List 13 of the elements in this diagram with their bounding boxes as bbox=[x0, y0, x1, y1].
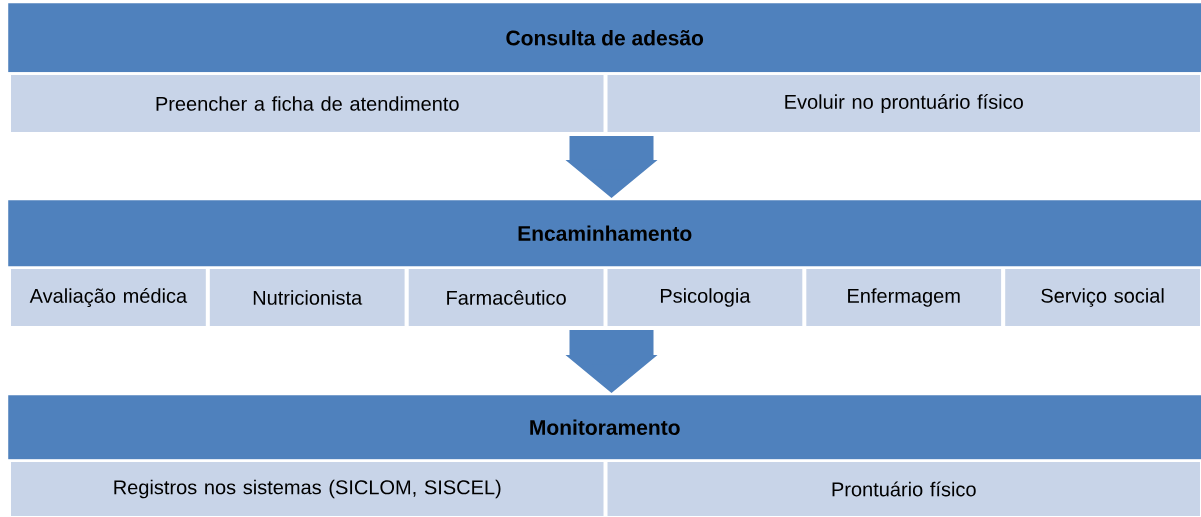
section-header: Monitoramento bbox=[8, 395, 1201, 460]
item-cell: Prontuário físico bbox=[605, 460, 1201, 517]
item-cell: Psicologia bbox=[605, 267, 805, 328]
item-cell: Serviço social bbox=[1003, 267, 1201, 328]
item-cell: Evoluir no prontuário físico bbox=[605, 73, 1201, 134]
section-header: Consulta de adesão bbox=[8, 3, 1201, 73]
item-cell: Avaliação médica bbox=[9, 267, 208, 328]
item-cell: Preencher a ficha de atendimento bbox=[9, 73, 606, 134]
item-cell: Enfermagem bbox=[804, 267, 1004, 328]
item-cell: Farmacêutico bbox=[406, 267, 606, 328]
item-cell: Nutricionista bbox=[207, 267, 407, 328]
section-header: Encaminhamento bbox=[8, 200, 1201, 267]
item-cell: Registros nos sistemas (SICLOM, SISCEL) bbox=[9, 460, 606, 517]
